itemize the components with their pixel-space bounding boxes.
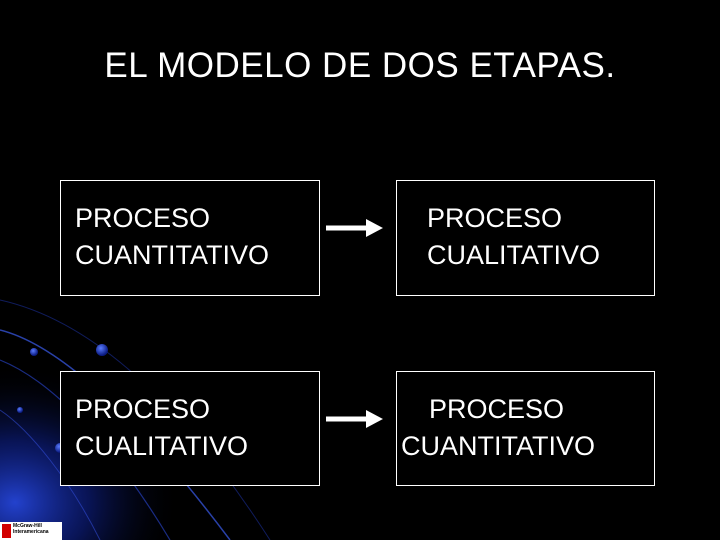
logo-line1: McGraw-Hill xyxy=(13,523,42,529)
box-label-line2: CUALITATIVO xyxy=(427,240,601,270)
logo-mark-icon xyxy=(2,524,11,538)
box-label-line2: CUANTITATIVO xyxy=(401,431,595,461)
box-quantitative-process-bottom-right: PROCESO CUANTITATIVO xyxy=(396,371,655,486)
right-arrow-icon xyxy=(326,410,383,428)
logo-line2: Interamericana xyxy=(13,529,49,535)
box-qualitative-process-bottom-left: PROCESO CUALITATIVO xyxy=(60,371,320,486)
publisher-logo: McGraw-Hill Interamericana xyxy=(0,522,62,540)
box-qualitative-process-top-right: PROCESO CUALITATIVO xyxy=(396,180,655,296)
box-label-line1: PROCESO xyxy=(429,394,565,424)
box-label-line1: PROCESO xyxy=(75,394,211,424)
glow-dot xyxy=(96,344,108,356)
logo-text: McGraw-Hill Interamericana xyxy=(13,523,49,535)
box-quantitative-process-top-left: PROCESO CUANTITATIVO xyxy=(60,180,320,296)
box-label-line2: CUALITATIVO xyxy=(75,431,249,461)
slide-title: EL MODELO DE DOS ETAPAS. xyxy=(104,46,616,85)
box-label-line1: PROCESO xyxy=(75,203,211,233)
box-label-line2: CUANTITATIVO xyxy=(75,240,269,270)
box-label-line1: PROCESO xyxy=(427,203,563,233)
right-arrow-icon xyxy=(326,219,383,237)
